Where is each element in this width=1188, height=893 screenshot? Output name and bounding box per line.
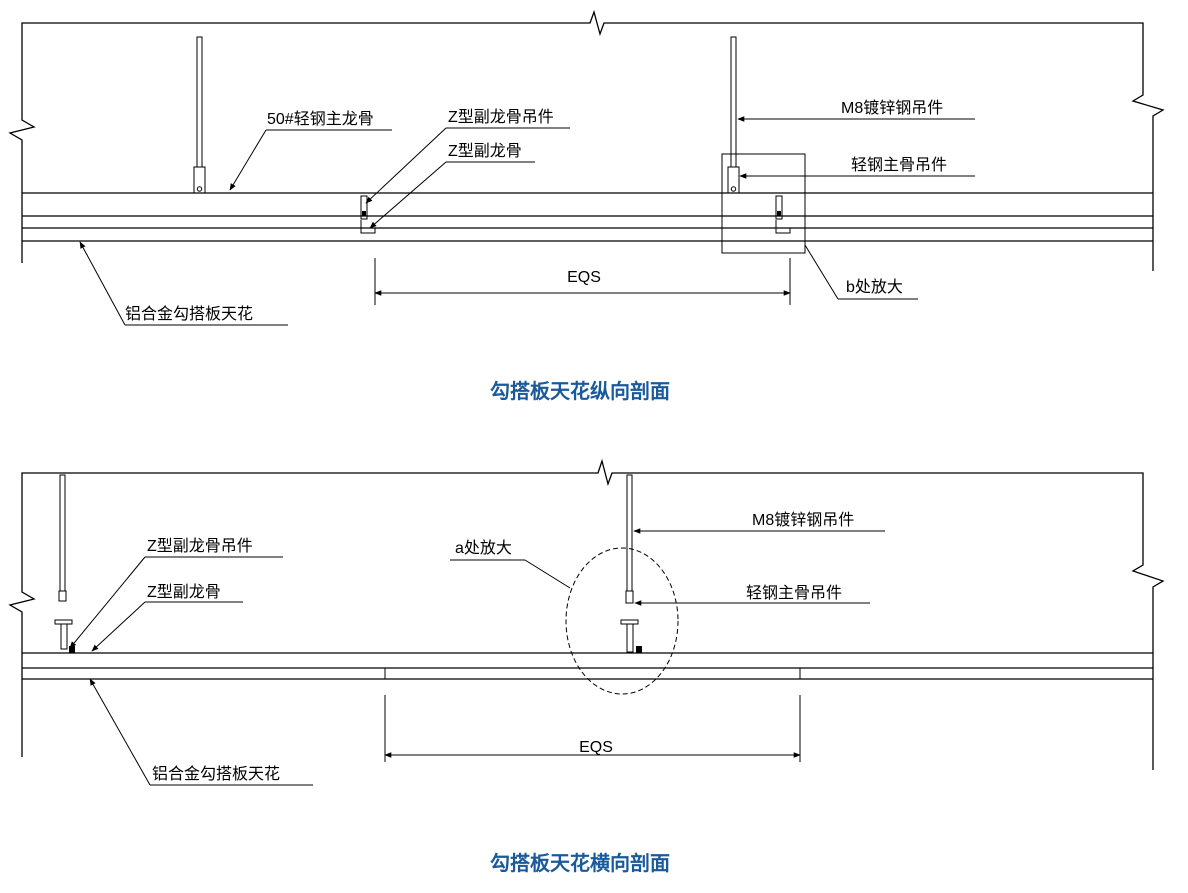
leader2-z-hanger: [69, 556, 146, 649]
label2-z-hanger: Z型副龙骨吊件: [147, 537, 253, 555]
label-main-keel: 50#轻钢主龙骨: [267, 110, 374, 128]
label-z-keel: Z型副龙骨: [448, 142, 522, 160]
label-main-hanger: 轻钢主骨吊件: [851, 156, 947, 174]
left-rod-assembly: [54, 474, 75, 653]
dim-spacing-label: EQS: [567, 269, 601, 286]
leader2-panel: [89, 678, 151, 786]
leader-z-keel: [369, 161, 447, 229]
detail-a-circle: [565, 547, 679, 695]
label2-detail-a: a处放大: [455, 539, 512, 557]
label-detail-b: b处放大: [846, 278, 903, 296]
detail-b-box: [721, 153, 806, 254]
leader-detail-b: [804, 244, 839, 300]
label2-m8-hanger: M8镀锌钢吊件: [752, 511, 854, 529]
leader-z-hanger: [365, 127, 447, 204]
title-transverse: 勾搭板天花横向剖面: [490, 851, 670, 875]
title-longitudinal: 勾搭板天花纵向剖面: [490, 379, 670, 403]
z-keel-hanger-mid: [360, 195, 376, 234]
longitudinal-section: EQS 50#轻钢主龙骨 Z型副龙骨吊件 Z型副龙骨 M8镀锌钢吊件 轻钢主骨吊…: [8, 9, 1165, 403]
slab-outline-top: [8, 9, 1165, 271]
center-rod-assembly: [620, 474, 642, 653]
label2-main-hanger: 轻钢主骨吊件: [746, 584, 842, 602]
dim2-spacing-label: EQS: [579, 739, 613, 756]
leader2-z-keel: [91, 601, 146, 652]
label2-panel: 铝合金勾搭板天花: [152, 765, 280, 783]
slab-outline-bottom: [8, 458, 1165, 770]
transverse-section: EQS Z型副龙骨吊件 Z型副龙骨 a处放大 M8镀锌钢吊件 轻钢主骨吊件 铝合…: [8, 458, 1165, 875]
label-panel: 铝合金勾搭板天花: [125, 305, 253, 323]
hanger-rod-left: [193, 36, 206, 194]
z-keel-hanger-right: [775, 195, 791, 234]
leader-panel: [79, 241, 126, 326]
leader-main-keel: [229, 129, 267, 191]
label2-z-keel: Z型副龙骨: [147, 583, 221, 601]
label-z-hanger: Z型副龙骨吊件: [448, 108, 554, 126]
hanger-rod-right: [727, 36, 740, 194]
label-m8-hanger: M8镀锌钢吊件: [841, 99, 943, 117]
leader2-detail: [524, 559, 571, 589]
